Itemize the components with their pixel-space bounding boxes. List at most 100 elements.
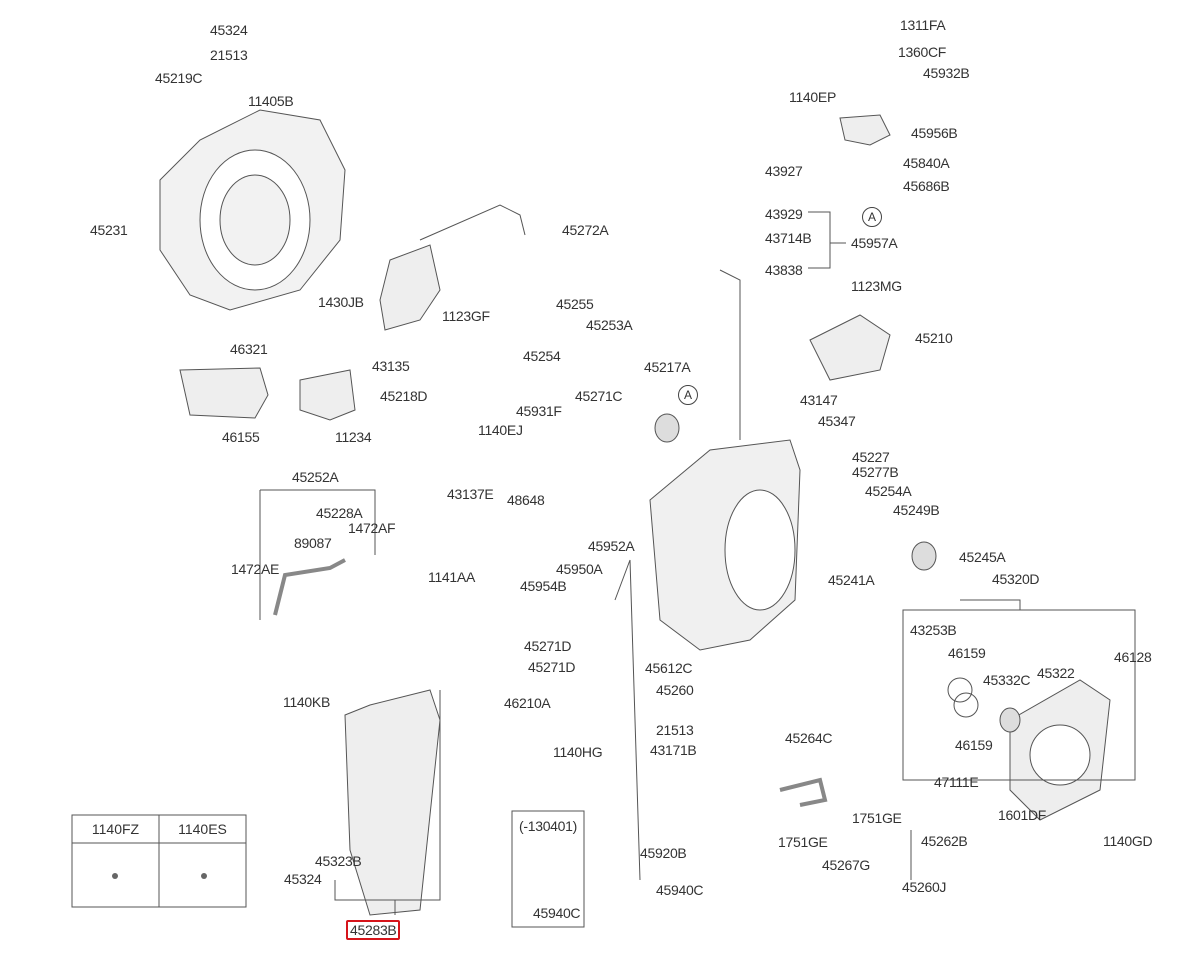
part-label[interactable]: 1472AF [348,520,396,536]
part-label[interactable]: 45272A [562,222,609,238]
part-label[interactable]: 21513 [656,722,694,738]
part-label[interactable]: 45255 [556,296,594,312]
part-label[interactable]: 46321 [230,341,268,357]
part-label[interactable]: 43927 [765,163,803,179]
part-label[interactable]: 45271D [524,638,572,654]
part-label[interactable]: 45940C [533,905,581,921]
part-label[interactable]: 21513 [210,47,248,63]
part-label[interactable]: 45218D [380,388,428,404]
part-label[interactable]: 45264C [785,730,833,746]
part-label[interactable]: 43714B [765,230,812,246]
part-label[interactable]: 43838 [765,262,803,278]
part-label[interactable]: 46159 [948,645,986,661]
part-label[interactable]: 1472AE [231,561,280,577]
reference-marker: A [862,207,882,227]
part-label[interactable]: 11405B [248,93,294,109]
part-label[interactable]: 45954B [520,578,567,594]
part-label[interactable]: 45271C [575,388,623,404]
part-label[interactable]: 1430JB [318,294,364,310]
part-label[interactable]: 45254A [865,483,912,499]
part-label[interactable]: 47111E [934,774,979,790]
part-label[interactable]: 48648 [507,492,545,508]
part-label[interactable]: 1123GF [442,308,490,324]
part-label[interactable]: 45957A [851,235,898,251]
filter-46321 [179,367,269,419]
seal-45245A [911,541,937,571]
part-label[interactable]: 45254 [523,348,561,364]
part-label[interactable]: 45262B [921,833,968,849]
part-label[interactable]: 45267G [822,857,871,873]
part-label[interactable]: 45217A [644,359,691,375]
part-label[interactable]: 1360CF [898,44,947,60]
valve-body-cover-45283B [344,689,441,916]
part-label[interactable]: 11234 [335,429,372,445]
part-label[interactable]: 45324 [284,871,322,887]
part-label[interactable]: 46128 [1114,649,1152,665]
part-label[interactable]: 45920B [640,845,687,861]
part-label[interactable]: 1123MG [851,278,902,294]
oil-pipe-45264C [779,777,828,807]
part-label[interactable]: 45260J [902,879,947,895]
part-label[interactable]: 45322 [1037,665,1075,681]
part-label[interactable]: 43171B [650,742,697,758]
part-label[interactable]: 43929 [765,206,803,222]
part-label[interactable]: 45840A [903,155,950,171]
fastener-table-header: 1140FZ [91,821,140,837]
part-label[interactable]: 45324 [210,22,248,38]
part-label[interactable]: 45931F [516,403,562,419]
bracket-45272A [419,204,526,241]
part-label[interactable]: 45940C [656,882,704,898]
part-label[interactable]: 45347 [818,413,856,429]
side-cover-45322 [1009,679,1111,821]
clutch-housing-45231 [159,109,346,311]
part-label[interactable]: 45249B [893,502,940,518]
sensor-45956B [839,114,891,146]
part-label[interactable]: 45241A [828,572,875,588]
part-label[interactable]: 45210 [915,330,953,346]
reference-marker: A [678,385,698,405]
part-label[interactable]: 1140GD [1103,833,1153,849]
part-label[interactable]: 45320D [992,571,1040,587]
part-label[interactable]: 45219C [155,70,203,86]
part-label[interactable]: 1140EJ [478,422,523,438]
part-label[interactable]: 89087 [294,535,332,551]
part-label[interactable]: 1140EP [789,89,836,105]
part-label[interactable]: 43253B [910,622,957,638]
part-label[interactable]: 43147 [800,392,838,408]
fastener-table-header: 1140ES [178,821,227,837]
part-label[interactable]: 45956B [911,125,958,141]
bracket-45218D [299,369,356,421]
part-label[interactable]: 45277B [852,464,899,480]
part-label[interactable]: 46155 [222,429,260,445]
part-label[interactable]: 45952A [588,538,635,554]
part-label[interactable]: 45245A [959,549,1006,565]
part-label[interactable]: 45253A [586,317,633,333]
part-label[interactable]: 1140KB [283,694,330,710]
part-label[interactable]: 45932B [923,65,970,81]
part-label[interactable]: 43137E [447,486,494,502]
part-label[interactable]: 45323B [315,853,362,869]
part-label[interactable]: 1311FA [900,17,946,33]
part-label[interactable]: 45252A [292,469,339,485]
part-label[interactable]: 1751GE [778,834,828,850]
part-label[interactable]: 46159 [955,737,993,753]
part-label[interactable]: 43135 [372,358,410,374]
part-label[interactable]: 1601DF [998,807,1047,823]
part-label[interactable]: 45271D [528,659,576,675]
part-label[interactable]: 45686B [903,178,950,194]
part-label[interactable]: 45260 [656,682,694,698]
part-label[interactable]: 1751GE [852,810,902,826]
part-label[interactable]: 45332C [983,672,1031,688]
part-label[interactable]: 1140HG [553,744,603,760]
highlighted-part-label[interactable]: 45283B [346,920,401,940]
part-label[interactable]: 45950A [556,561,603,577]
part-label[interactable]: 45231 [90,222,128,238]
part-label[interactable]: 45227 [852,449,890,465]
part-label[interactable]: 1141AA [428,569,475,585]
part-label[interactable]: 45228A [316,505,363,521]
part-label[interactable]: 46210A [504,695,551,711]
seal-45217A [654,413,680,443]
part-label[interactable]: 45612C [645,660,693,676]
